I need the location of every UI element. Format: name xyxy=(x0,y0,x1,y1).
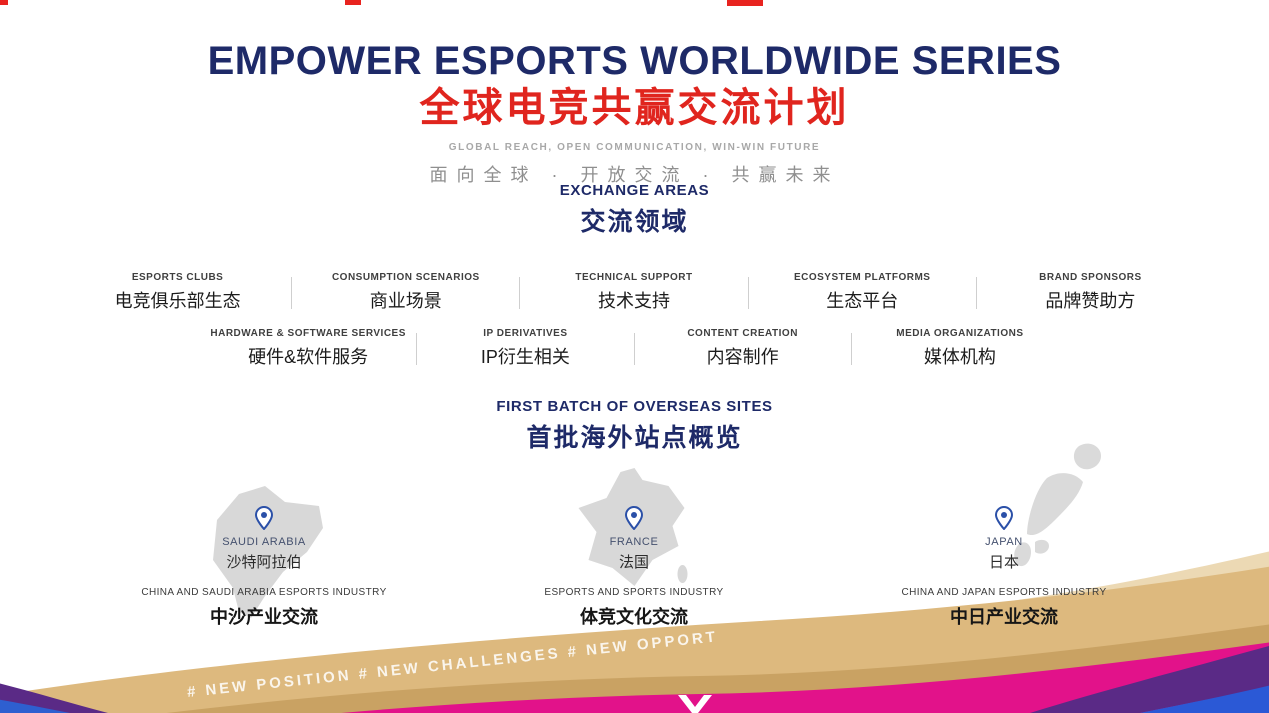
exchange-area-technical-support: TECHNICAL SUPPORT 技术支持 xyxy=(520,272,747,313)
area-label-en: MEDIA ORGANIZATIONS xyxy=(896,328,1024,339)
divider xyxy=(633,332,635,365)
area-label-en: CONSUMPTION SCENARIOS xyxy=(331,272,480,283)
japan-map xyxy=(1014,443,1102,567)
area-label-zh: IP衍生相关 xyxy=(480,347,570,367)
brand-v-logo xyxy=(678,695,712,713)
divider xyxy=(975,276,977,309)
sites-heading-zh: 首批海外站点概览 xyxy=(526,424,743,452)
location-pin-icon xyxy=(255,506,273,530)
exchange-heading-zh: 交流领域 xyxy=(580,208,689,236)
divider xyxy=(747,276,749,309)
site-country-zh: 沙特阿拉伯 xyxy=(226,554,302,571)
page-title-en: EMPOWER ESPORTS WORLDWIDE SERIES xyxy=(207,39,1062,83)
area-label-en: IP DERIVATIVES xyxy=(483,328,568,339)
site-france: FRANCE 法国 ESPORTS AND SPORTS INDUSTRY 体竞… xyxy=(449,468,819,686)
site-desc-zh: 体竞文化交流 xyxy=(580,607,688,627)
red-mark xyxy=(0,0,8,5)
page-tagline-zh: 面向全球 · 开放交流 · 共赢未来 xyxy=(429,165,840,185)
site-country-en: JAPAN xyxy=(985,536,1023,548)
exchange-area-media-organizations: MEDIA ORGANIZATIONS 媒体机构 xyxy=(852,328,1068,369)
area-label-en: ESPORTS CLUBS xyxy=(131,272,224,283)
area-label-en: HARDWARE & SOFTWARE SERVICES xyxy=(210,328,406,339)
site-saudi-arabia: SAUDI ARABIA 沙特阿拉伯 CHINA AND SAUDI ARABI… xyxy=(79,478,449,686)
divider xyxy=(416,332,418,365)
site-country-zh: 日本 xyxy=(988,554,1019,571)
page-title-zh: 全球电竞共赢交流计划 xyxy=(419,86,850,130)
site-desc-zh: 中日产业交流 xyxy=(950,607,1058,627)
divider xyxy=(850,332,852,365)
exchange-area-consumption-scenarios: CONSUMPTION SCENARIOS 商业场景 xyxy=(292,272,519,313)
exchange-area-esports-clubs: ESPORTS CLUBS 电竞俱乐部生态 xyxy=(64,272,291,313)
area-label-en: CONTENT CREATION xyxy=(687,328,798,339)
site-desc-zh: 中沙产业交流 xyxy=(210,607,318,627)
area-label-zh: 生态平台 xyxy=(826,291,899,311)
site-desc-en: ESPORTS AND SPORTS INDUSTRY xyxy=(544,587,724,598)
area-label-zh: 内容制作 xyxy=(706,347,779,367)
red-mark xyxy=(345,0,361,5)
area-label-zh: 品牌赞助方 xyxy=(1045,291,1136,311)
area-label-en: ECOSYSTEM PLATFORMS xyxy=(793,272,931,283)
location-pin-icon xyxy=(625,506,643,530)
exchange-area-hardware-software: HARDWARE & SOFTWARE SERVICES 硬件&软件服务 xyxy=(200,328,416,369)
exchange-area-ip-derivatives: IP DERIVATIVES IP衍生相关 xyxy=(417,328,633,369)
site-country-en: SAUDI ARABIA xyxy=(222,536,306,548)
exchange-row-1: ESPORTS CLUBS 电竞俱乐部生态 CONSUMPTION SCENAR… xyxy=(64,272,1204,313)
sites-section-heading: FIRST BATCH OF OVERSEAS SITES 首批海外站点概览 xyxy=(0,398,1269,454)
area-label-en: TECHNICAL SUPPORT xyxy=(575,272,693,283)
area-label-zh: 媒体机构 xyxy=(923,347,996,367)
site-desc-en: CHINA AND SAUDI ARABIA ESPORTS INDUSTRY xyxy=(141,587,387,598)
area-label-zh: 技术支持 xyxy=(598,291,670,311)
overseas-sites: SAUDI ARABIA 沙特阿拉伯 CHINA AND SAUDI ARABI… xyxy=(79,443,1189,686)
exchange-area-ecosystem-platforms: ECOSYSTEM PLATFORMS 生态平台 xyxy=(749,272,976,313)
site-country-zh: 法国 xyxy=(618,554,649,571)
exchange-area-brand-sponsors: BRAND SPONSORS 品牌赞助方 xyxy=(977,272,1204,313)
area-label-zh: 硬件&软件服务 xyxy=(248,347,369,367)
site-country-en: FRANCE xyxy=(609,536,659,548)
exchange-section-heading: EXCHANGE AREAS 交流领域 xyxy=(0,182,1269,238)
red-mark xyxy=(727,0,763,6)
page-tagline-en: GLOBAL REACH, OPEN COMMUNICATION, WIN-WI… xyxy=(448,142,821,153)
exchange-row-2: HARDWARE & SOFTWARE SERVICES 硬件&软件服务 IP … xyxy=(200,328,1068,369)
area-label-zh: 商业场景 xyxy=(369,291,442,311)
area-label-zh: 电竞俱乐部生态 xyxy=(114,291,241,311)
site-japan: JAPAN 日本 CHINA AND JAPAN ESPORTS INDUSTR… xyxy=(819,443,1189,686)
sites-heading-en: FIRST BATCH OF OVERSEAS SITES xyxy=(496,398,773,415)
divider xyxy=(291,276,293,309)
divider xyxy=(519,276,521,309)
site-desc-en: CHINA AND JAPAN ESPORTS INDUSTRY xyxy=(901,587,1107,598)
area-label-en: BRAND SPONSORS xyxy=(1039,272,1142,283)
header: EMPOWER ESPORTS WORLDWIDE SERIES 全球电竞共赢交… xyxy=(0,40,1269,187)
location-pin-icon xyxy=(995,506,1013,530)
exchange-area-content-creation: CONTENT CREATION 内容制作 xyxy=(635,328,851,369)
exchange-heading-en: EXCHANGE AREAS xyxy=(559,182,710,199)
